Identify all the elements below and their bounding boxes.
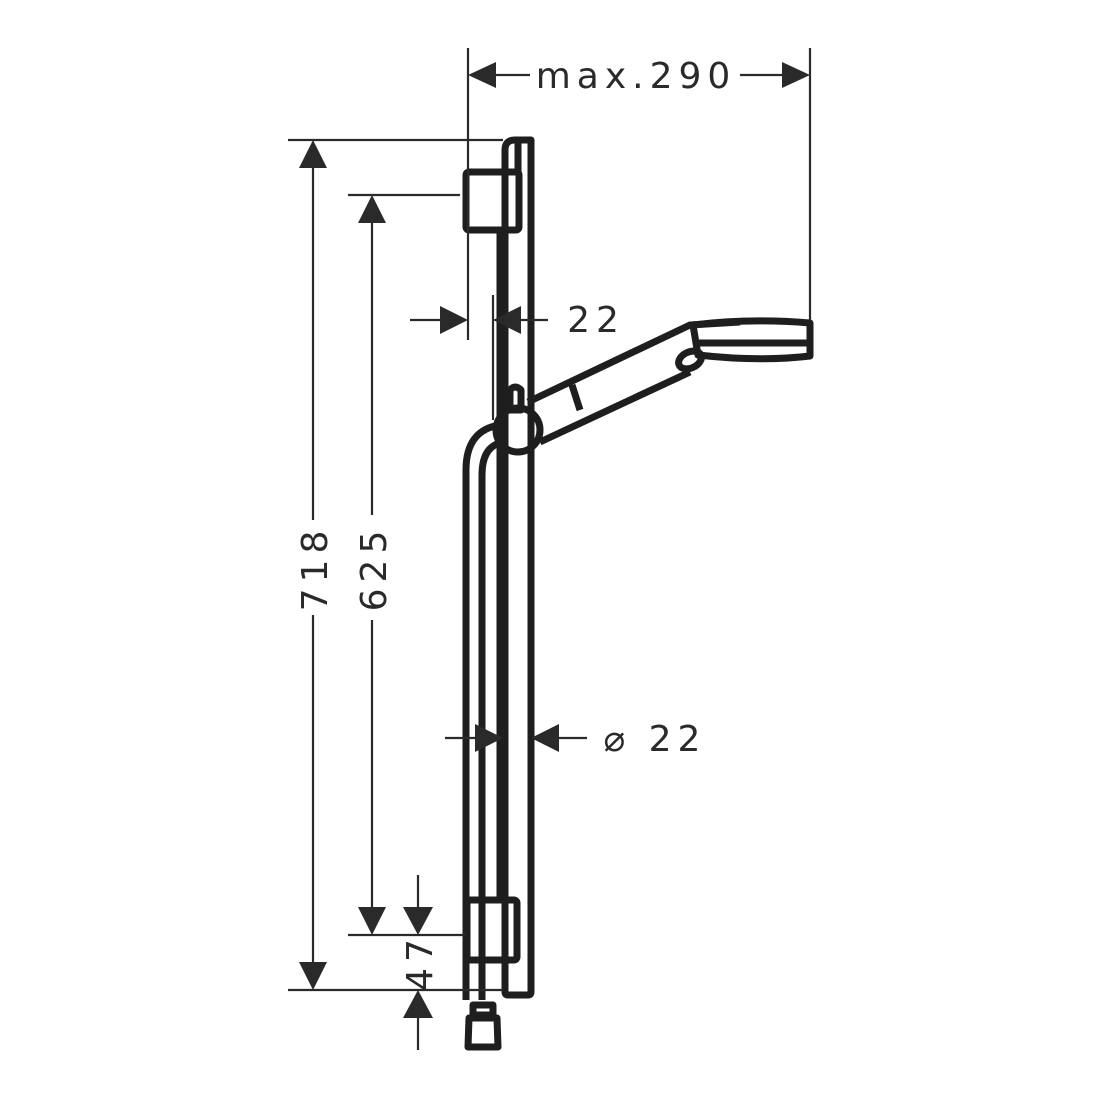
holder-post bbox=[506, 383, 525, 414]
bottom-bracket bbox=[463, 896, 521, 964]
wall-clearance-label: 22 bbox=[567, 300, 625, 341]
bottom-offset-label: 47 bbox=[400, 933, 441, 991]
slider-knob bbox=[492, 404, 544, 456]
shower-rail-set bbox=[462, 136, 814, 1051]
hose bbox=[462, 421, 502, 1000]
top-bracket bbox=[462, 168, 523, 234]
rail bbox=[501, 136, 535, 999]
hand-shower-head bbox=[689, 317, 814, 363]
hose-connector bbox=[675, 347, 705, 373]
total-height-label: 718 bbox=[295, 525, 336, 612]
rail-diameter-label: ⌀ 22 bbox=[604, 719, 707, 760]
hose-nut bbox=[464, 1001, 502, 1051]
dimension-lines bbox=[288, 48, 812, 1050]
max-width-label: max.290 bbox=[536, 56, 737, 97]
bracket-spacing-label: 625 bbox=[354, 525, 395, 612]
